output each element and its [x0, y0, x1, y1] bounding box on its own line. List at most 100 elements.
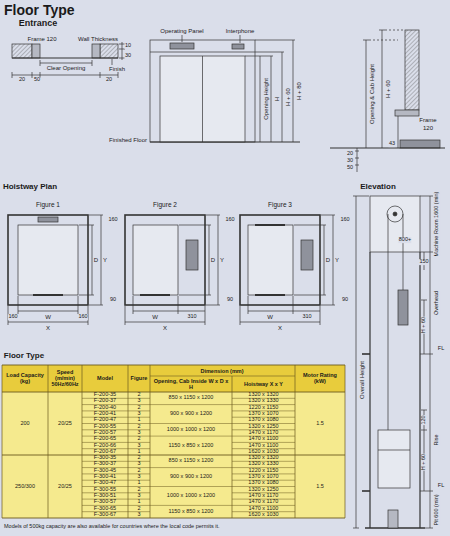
table-cell: 3	[137, 411, 140, 417]
dimension-label: FL	[437, 483, 444, 489]
dimension-label: Finish	[108, 66, 125, 72]
dimension-label: 43	[388, 141, 395, 147]
dimension-label: H + 60	[421, 453, 427, 470]
dimension-label: Figure 1	[36, 202, 61, 209]
dimension-label: 20	[105, 77, 112, 83]
table-cell: 1000 x 1000 x 1200	[167, 493, 215, 499]
table-rule	[150, 376, 295, 377]
table-cell: 1470 x 1100	[249, 443, 279, 449]
table-cell: 3	[137, 474, 140, 480]
table-cell: 1320 x 1250	[248, 487, 278, 493]
dimension-label: H + 60	[385, 80, 391, 99]
dimension-label: Y	[334, 257, 339, 263]
table-cell: F-200-66	[94, 443, 116, 449]
table-header: Opening, Cab Inside W x D x H	[152, 378, 230, 390]
table-rule	[150, 436, 232, 437]
dimension-label: 160	[78, 314, 88, 320]
dimension-label: Figure 3	[268, 202, 293, 209]
table-cell: F-200-47	[94, 417, 116, 423]
table-cell: 900 x 900 x 1200	[170, 411, 212, 417]
dimension-label: FL	[437, 346, 444, 352]
table-rule	[150, 365, 151, 518]
dimension-label: X	[162, 325, 167, 331]
table-cell: 1320 x 1250	[248, 424, 278, 430]
dimension-label: 90	[341, 297, 348, 303]
table-cell: 3	[137, 512, 140, 518]
table-cell: 2	[137, 455, 140, 461]
table-cell: 1470 x 1170	[249, 499, 279, 505]
table-cell: 1320 x 1330	[248, 462, 278, 468]
table-cell: F-200-41	[94, 411, 116, 417]
table-cell: F-300-47	[94, 480, 116, 486]
table-rule	[128, 365, 129, 518]
table-cell: 3	[137, 493, 140, 499]
table-cell: F-300-45	[94, 468, 116, 474]
table-cell: 1470 x 1170	[249, 430, 279, 436]
table-cell: 1000 x 1000 x 1200	[167, 427, 215, 433]
dimension-label: 160	[225, 217, 235, 223]
table-header: Model	[85, 375, 125, 381]
section-heading: Hoistway Plan	[2, 183, 57, 191]
dimension-label: Overall Height	[359, 360, 365, 399]
table-cell: 2	[137, 506, 140, 512]
page-title: Floor Type	[4, 2, 75, 18]
table-cell: F-200-55	[94, 424, 116, 430]
table-cell: 1370 x 1070	[248, 411, 278, 417]
table-header: Speed (m/min) 50Hz/60Hz	[49, 369, 81, 387]
dimension-label: X	[45, 325, 50, 331]
table-cell: F-300-51	[94, 493, 116, 499]
table-header: Hoistway X x Y	[234, 381, 294, 387]
table-cell: 1220 x 1150	[249, 405, 279, 411]
table-rule	[295, 365, 296, 518]
dimension-label: Clear Opening	[46, 65, 86, 71]
table-cell: 900 x 900 x 1200	[170, 474, 212, 480]
dimension-label: H + 60	[284, 88, 290, 107]
dimension-label: H	[273, 96, 279, 101]
table-cell: F-300-65	[94, 506, 116, 512]
table-cell: 250/300	[15, 484, 35, 490]
table-cell: 1470 x 1100	[249, 436, 279, 442]
dimension-label: W	[267, 314, 274, 320]
table-cell: 20/25	[58, 484, 72, 490]
table-cell: 2	[137, 405, 140, 411]
table-cell: 20/25	[58, 421, 72, 427]
dimension-label: 50	[33, 77, 40, 83]
table-cell: F-200-67	[94, 449, 116, 455]
dimension-label: Rise	[434, 434, 440, 446]
dimension-label: 160	[108, 217, 118, 223]
table-header: Motor Rating (kW)	[297, 372, 343, 384]
table-rule	[48, 365, 49, 518]
table-cell: F-300-41	[94, 474, 116, 480]
table-cell: 1	[137, 417, 140, 423]
table-cell: 2	[137, 487, 140, 493]
table-cell: 1320 x 1330	[248, 399, 278, 405]
table-cell: 1620 x 1030	[248, 449, 278, 455]
table-cell: 2	[137, 392, 140, 398]
table-cell: 200	[20, 421, 29, 427]
dimension-label: H + 60	[421, 316, 427, 333]
table-cell: 1.5	[316, 421, 324, 427]
dimension-label: 20	[18, 77, 25, 83]
table-cell: F-200-40	[94, 405, 116, 411]
dimension-label: 90	[109, 297, 116, 303]
dimension-label: Y	[219, 257, 224, 263]
table-cell: 1150 x 850 x 1200	[169, 443, 214, 449]
dimension-label: 50	[346, 165, 353, 171]
table-rule	[345, 365, 346, 518]
dimension-label: 120	[422, 125, 433, 131]
dimension-label: Figure 2	[153, 202, 178, 209]
section-heading: Floor Type	[3, 352, 44, 360]
table-cell: 1320 x 1320	[248, 455, 278, 461]
table-header: Figure	[129, 375, 150, 381]
table-cell: 1470 x 1170	[249, 493, 279, 499]
table-cell: 2	[137, 436, 140, 442]
table-cell: 1370 x 1070	[248, 474, 278, 480]
table-cell: 3	[137, 430, 140, 436]
table-rule	[150, 423, 232, 424]
dimension-label: Interphone	[225, 28, 255, 34]
dimension-label: Frame	[419, 117, 437, 123]
dimension-label: X	[277, 325, 282, 331]
table-cell: 3	[137, 443, 140, 449]
